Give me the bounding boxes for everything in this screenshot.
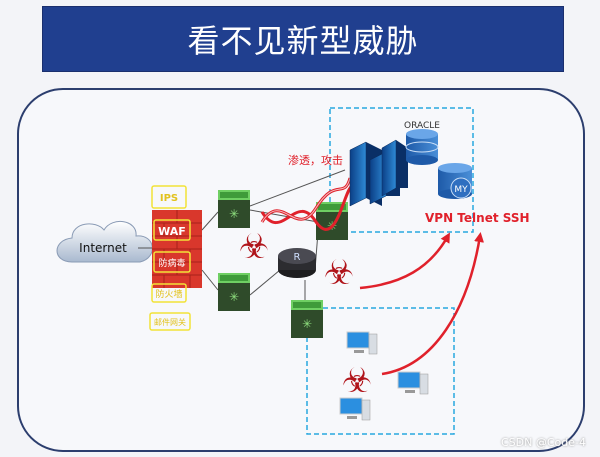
switch-icon: ✳ bbox=[218, 273, 250, 311]
attack-arrow bbox=[359, 232, 450, 290]
layer-mailgw-label: 邮件网关 bbox=[154, 317, 186, 327]
svg-text:✳: ✳ bbox=[229, 290, 239, 304]
layer-firewall-label: 防火墙 bbox=[155, 288, 182, 300]
oracle-label: ORACLE bbox=[404, 121, 440, 131]
attack-helix bbox=[260, 177, 354, 231]
desktop-computer-icon bbox=[397, 371, 429, 395]
svg-text:✳: ✳ bbox=[229, 207, 239, 221]
watermark: CSDN @Code-4 bbox=[501, 436, 586, 449]
mail-gateway-layer bbox=[149, 312, 191, 331]
protocols-label: VPN Telnet SSH bbox=[425, 211, 530, 225]
client-zone-box bbox=[306, 307, 455, 435]
internet-label: Internet bbox=[79, 241, 127, 255]
svg-text:✳: ✳ bbox=[302, 317, 312, 331]
desktop-computer-icon bbox=[346, 331, 378, 355]
mysql-database-icon: MY bbox=[438, 163, 472, 199]
oracle-database-icon: ORACLE bbox=[404, 121, 440, 165]
mysql-label: MY bbox=[454, 185, 468, 195]
router-icon: R bbox=[278, 248, 316, 278]
biohazard-icon: ☣ bbox=[342, 361, 372, 401]
server-cluster-icon bbox=[349, 139, 408, 207]
svg-text:☣: ☣ bbox=[324, 253, 354, 293]
switch-icon: ✳ bbox=[218, 190, 250, 228]
layer-waf-label: WAF bbox=[158, 225, 186, 238]
attack-label: 渗透，攻击 bbox=[288, 153, 343, 167]
security-stack: IPS WAF 防病毒 防火墙 邮件网关 bbox=[149, 185, 202, 331]
layer-ips-label: IPS bbox=[160, 193, 178, 204]
server-zone-box bbox=[329, 107, 474, 233]
attack-arrow bbox=[381, 232, 484, 376]
router-label: R bbox=[294, 252, 301, 263]
firewall-wall-icon bbox=[152, 210, 202, 288]
biohazard-icon: ☣ bbox=[324, 253, 354, 293]
ips-layer bbox=[151, 185, 187, 209]
biohazard-icon: ☣ bbox=[239, 227, 269, 267]
page-title: 看不见新型威胁 bbox=[187, 22, 419, 60]
switch-icon: ✳ bbox=[291, 300, 323, 338]
svg-text:☣: ☣ bbox=[239, 227, 269, 267]
svg-text:☣: ☣ bbox=[342, 361, 372, 401]
layer-antivirus-label: 防病毒 bbox=[158, 257, 185, 269]
desktop-computer-icon bbox=[339, 397, 371, 421]
title-bar: 看不见新型威胁 bbox=[42, 6, 564, 72]
internet-cloud: Internet bbox=[56, 221, 153, 263]
firewall-layer bbox=[151, 283, 187, 303]
